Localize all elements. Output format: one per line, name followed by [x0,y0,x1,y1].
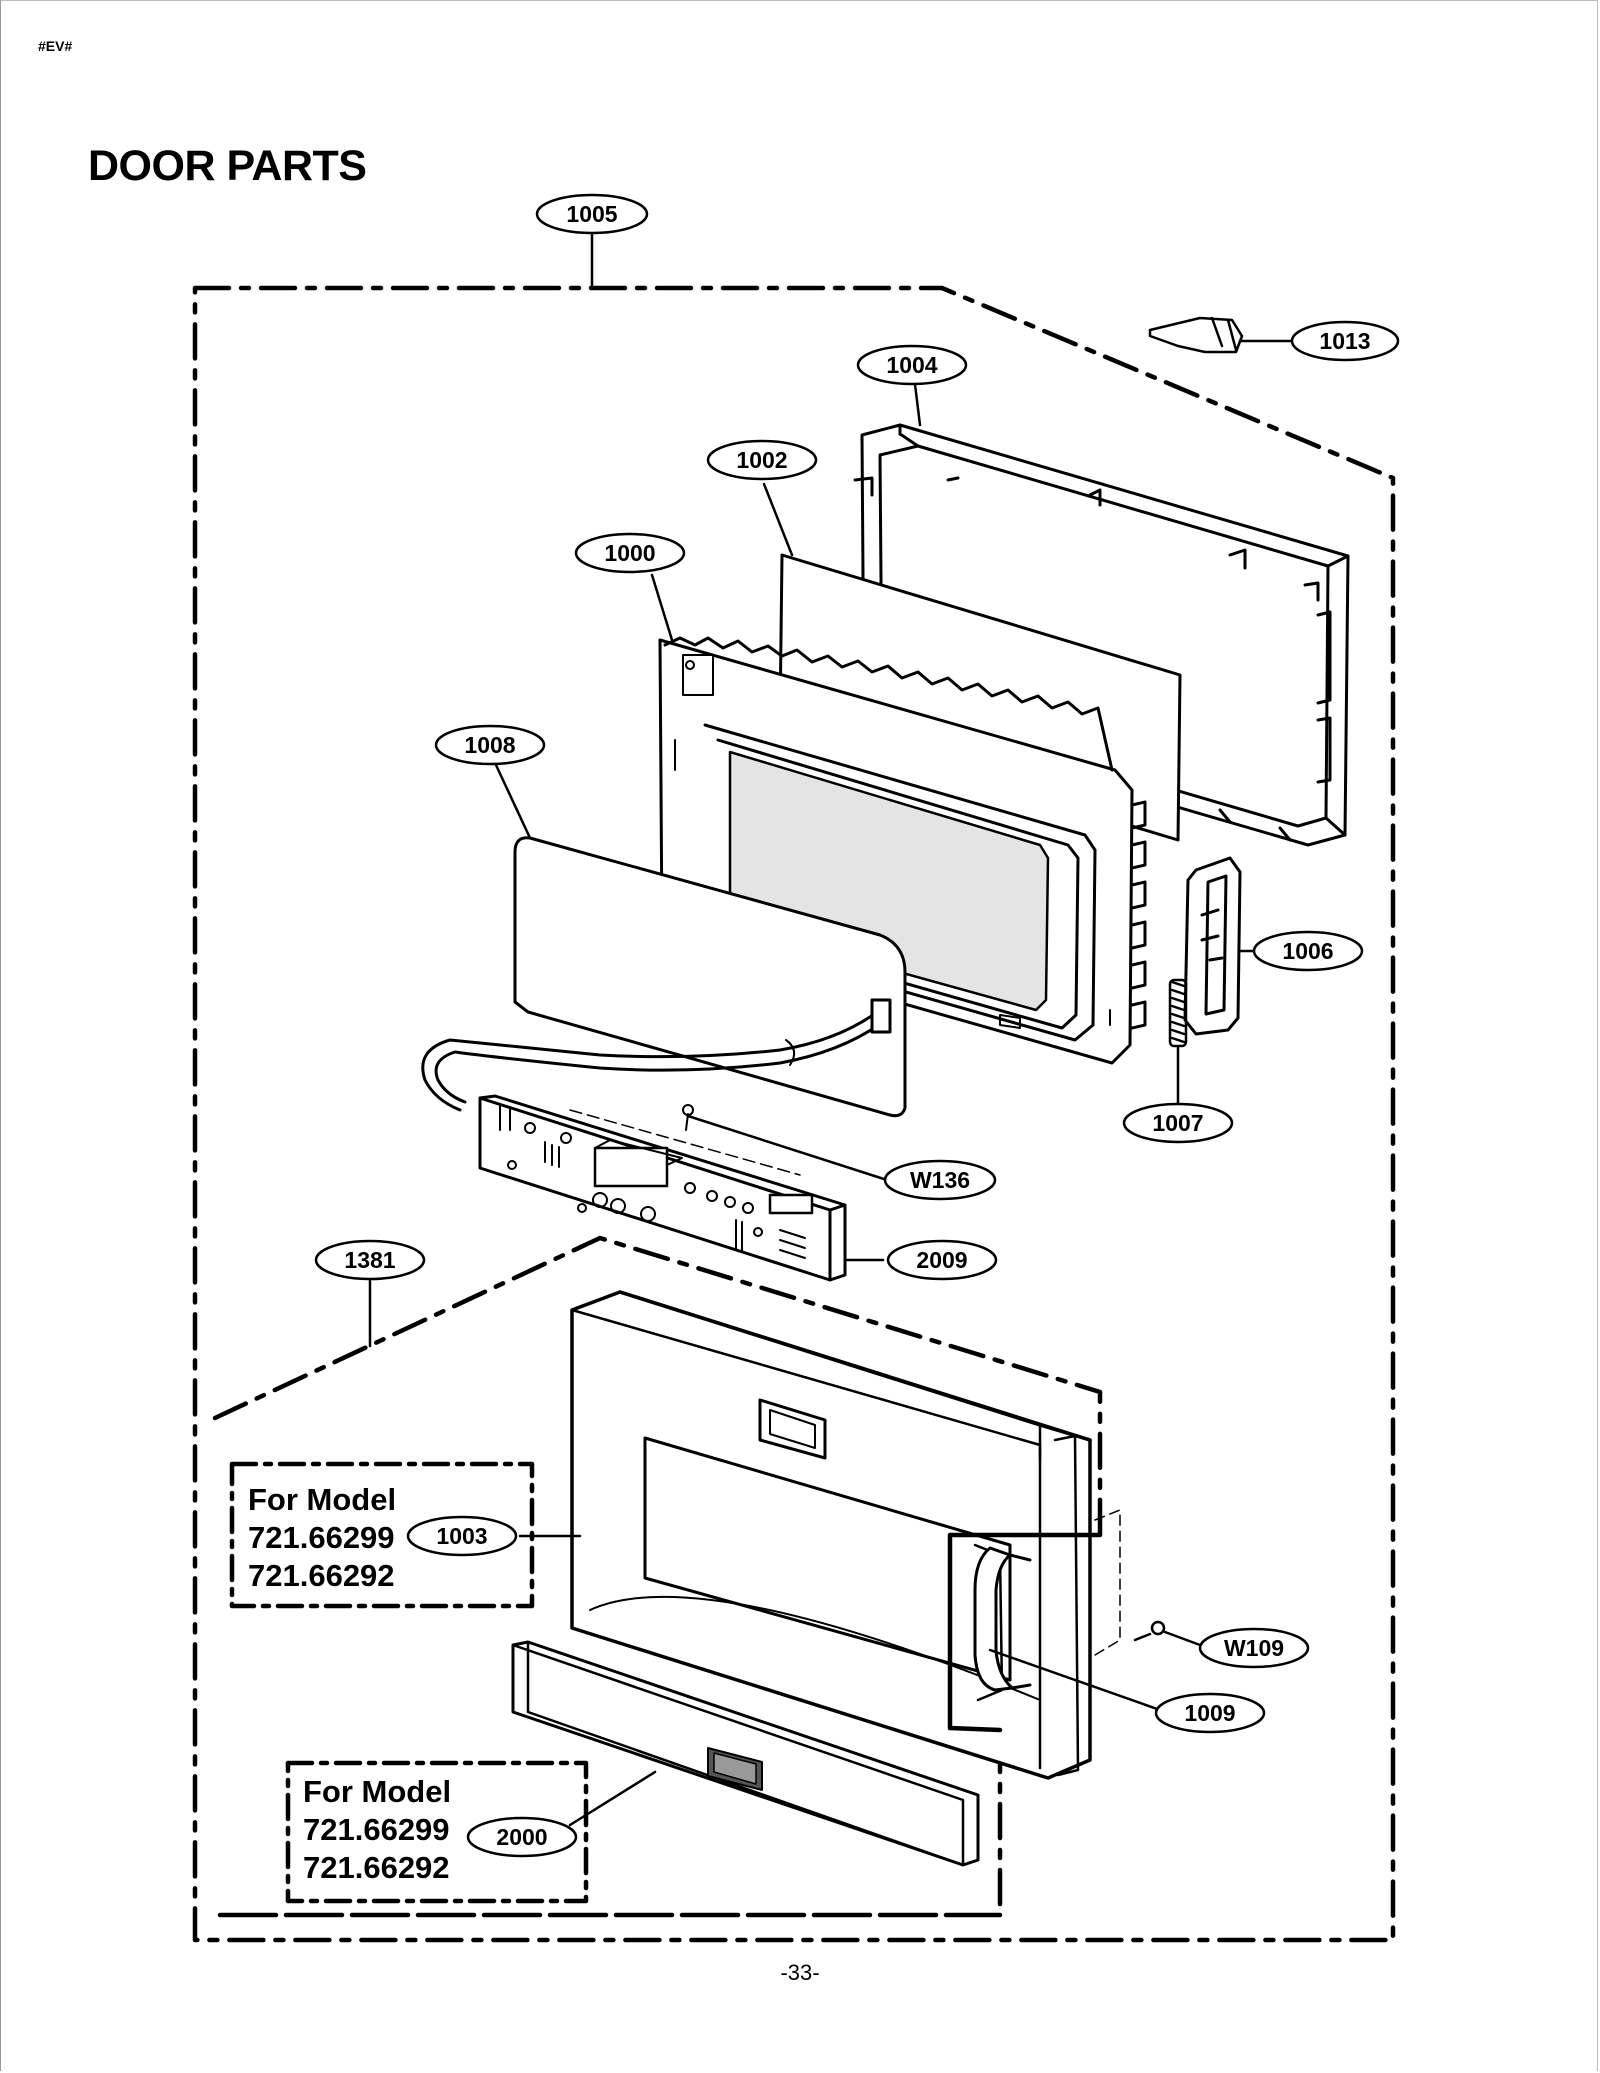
callout-1000: 1000 [604,540,655,566]
callout-1009-bubble [1154,1692,1266,1734]
callout-1005: 1005 [566,201,617,227]
part-2009-pcb [478,1094,889,1282]
model-note-1-model-2: 721.66292 [248,1558,395,1593]
callout-1381: 1381 [344,1247,395,1273]
part-1009-handle [947,1532,1162,1733]
model-note-2-heading: For Model [303,1774,451,1809]
callout-1381-bubble [314,1239,426,1281]
model-note-2-model-1: 721.66299 [303,1812,450,1847]
callout-1007-bubble [1122,1102,1234,1144]
callout-1003-bubble [406,1515,518,1557]
callout-1007: 1007 [1152,1110,1203,1136]
assembly-boundary-1005 [192,285,1396,1943]
callout-w136: W136 [910,1167,970,1193]
callout-w136-bubble [883,1159,997,1201]
callout-1002: 1002 [736,447,787,473]
assembly-boundary-1381 [212,1235,1103,1918]
callout-1006: 1006 [1282,938,1333,964]
callout-1004-bubble [856,344,968,386]
callout-1013-bubble [1290,320,1400,362]
model-note-box-1 [229,1461,535,1609]
callout-1002-bubble [706,439,818,481]
header-code: #EV# [38,38,73,54]
callout-1004: 1004 [886,352,937,378]
callout-w109-bubble [1198,1627,1310,1669]
callout-1006-bubble [1252,930,1364,972]
part-2000-bezel [511,1640,980,1867]
part-1006-bracket [1183,856,1277,1036]
wire-harness [421,998,892,1112]
callout-2009-bubble [886,1239,998,1281]
page-number: -33- [780,1960,820,1985]
callout-2000: 2000 [496,1824,547,1850]
callout-2000-bubble [466,1816,578,1858]
callout-1009: 1009 [1184,1700,1235,1726]
part-1008-door-sheet [494,763,907,1118]
part-1013-latch [1148,316,1294,354]
model-note-2-model-2: 721.66292 [303,1850,450,1885]
callout-1000-bubble [574,532,686,574]
page-title: DOOR PARTS [88,142,367,190]
callout-1008: 1008 [464,732,515,758]
model-note-1-model-1: 721.66299 [248,1520,395,1555]
part-w109-screw [1094,1509,1202,1656]
callout-1013: 1013 [1319,328,1370,354]
callout-w109: W109 [1224,1635,1284,1661]
callout-2009: 2009 [916,1247,967,1273]
part-1007-spring [1168,978,1188,1107]
part-1003-front-panel [518,1290,1092,1780]
callout-1008-bubble [434,724,546,766]
model-note-1-heading: For Model [248,1482,396,1517]
callout-1005-bubble [535,193,649,235]
callout-1003: 1003 [436,1523,487,1549]
model-note-box-2 [285,1760,589,1904]
